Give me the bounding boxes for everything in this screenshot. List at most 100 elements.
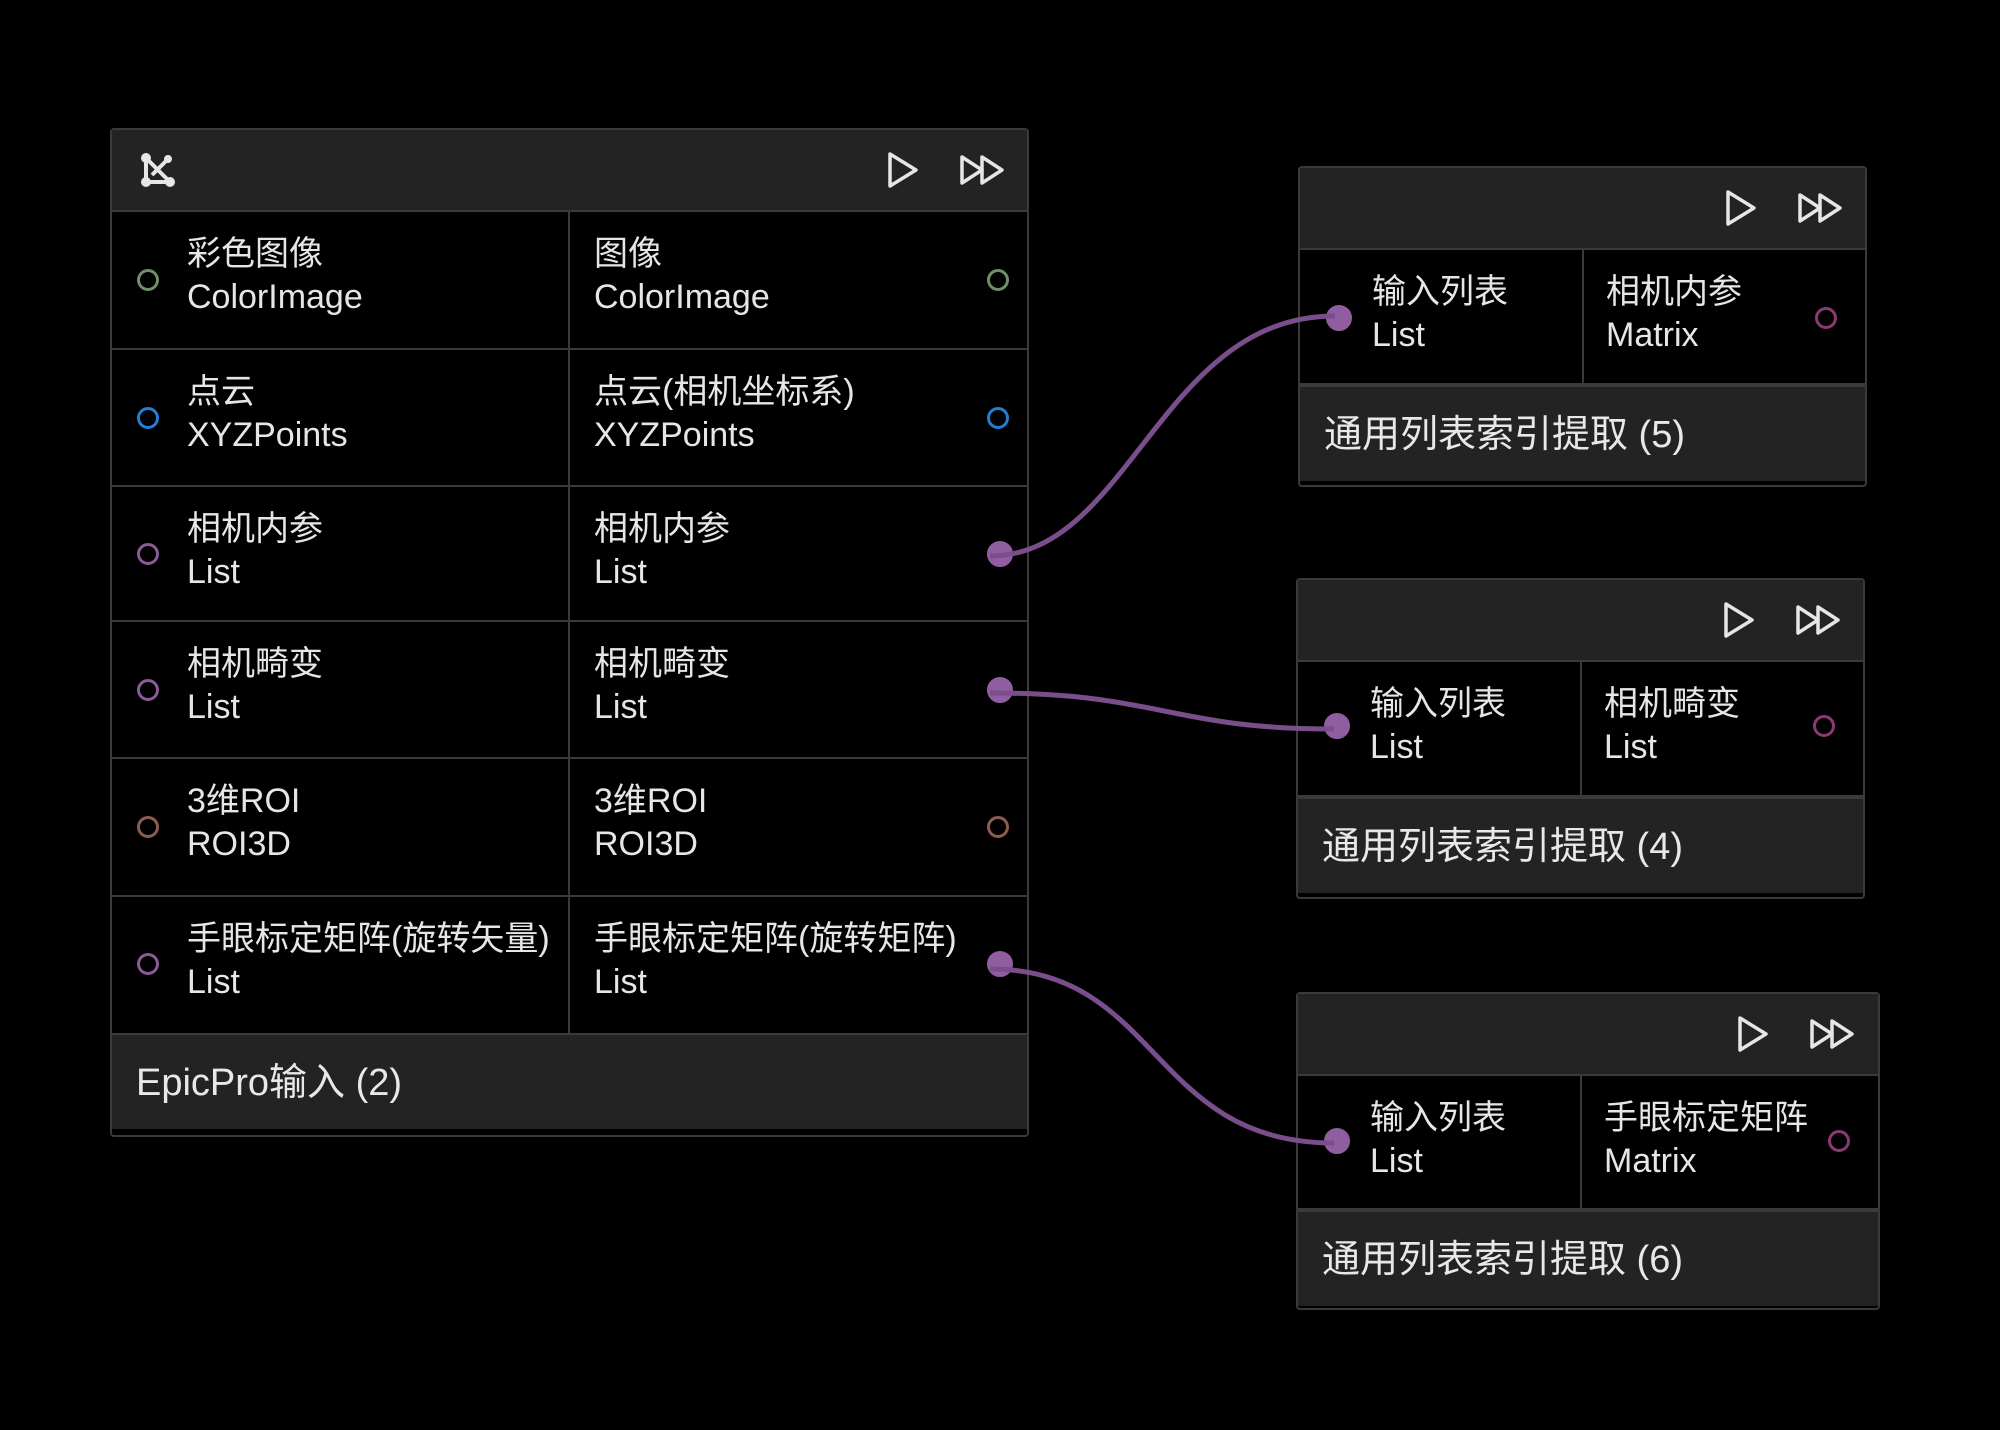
port-name: 输入列表 xyxy=(1372,273,1508,311)
run-icon[interactable] xyxy=(882,150,922,190)
port-type: List xyxy=(1370,728,1423,766)
port-row: 输入列表 List 相机内参 Matrix xyxy=(1300,250,1865,385)
output-port-dot[interactable] xyxy=(987,816,1009,838)
port-type: Matrix xyxy=(1606,316,1699,354)
port-name: 相机内参 xyxy=(187,510,323,548)
output-port-cell: 相机畸变 List xyxy=(570,622,1027,757)
output-port-dot[interactable] xyxy=(1813,715,1835,737)
port-row: 相机畸变 List 相机畸变 List xyxy=(112,622,1027,759)
port-type: List xyxy=(594,963,647,1001)
run-icon[interactable] xyxy=(1718,600,1758,640)
input-port-dot[interactable] xyxy=(1324,713,1350,739)
node-header[interactable] xyxy=(1298,580,1863,662)
port-type: List xyxy=(187,688,240,726)
port-type: Matrix xyxy=(1604,1142,1697,1180)
port-name: 手眼标定矩阵 xyxy=(1604,1099,1808,1137)
run-all-icon[interactable] xyxy=(1796,600,1844,640)
input-port-dot[interactable] xyxy=(137,543,159,565)
input-port-cell: 相机内参 List xyxy=(112,487,570,620)
node-title: EpicPro输入 (2) xyxy=(112,1033,1027,1129)
wire-handeye-matrix[interactable] xyxy=(989,966,1335,1146)
port-name: 相机内参 xyxy=(1606,273,1742,311)
input-port-dot[interactable] xyxy=(137,407,159,429)
port-type: List xyxy=(594,553,647,591)
port-type: List xyxy=(187,553,240,591)
port-type: List xyxy=(594,688,647,726)
output-port-cell: 点云(相机坐标系) XYZPoints xyxy=(570,350,1027,485)
port-name: 输入列表 xyxy=(1370,1099,1506,1137)
output-port-cell: 手眼标定矩阵(旋转矩阵) List xyxy=(570,897,1027,1033)
port-name: 相机畸变 xyxy=(1604,685,1740,723)
output-port-cell: 图像 ColorImage xyxy=(570,212,1027,348)
output-port-cell: 相机畸变 List xyxy=(1582,662,1863,795)
port-type: List xyxy=(187,963,240,1001)
port-row: 点云 XYZPoints 点云(相机坐标系) XYZPoints xyxy=(112,350,1027,487)
port-type: ColorImage xyxy=(187,278,363,316)
port-name: 3维ROI xyxy=(594,782,708,820)
node-header[interactable] xyxy=(1300,168,1865,250)
run-all-icon[interactable] xyxy=(960,150,1008,190)
port-name: 点云(相机坐标系) xyxy=(594,373,855,411)
input-port-dot[interactable] xyxy=(137,816,159,838)
input-port-dot[interactable] xyxy=(1326,305,1352,331)
port-name: 手眼标定矩阵(旋转矩阵) xyxy=(594,920,957,958)
port-name: 3维ROI xyxy=(187,782,301,820)
node-title: 通用列表索引提取 (6) xyxy=(1298,1210,1878,1306)
port-type: List xyxy=(1372,316,1425,354)
input-port-cell: 点云 XYZPoints xyxy=(112,350,570,485)
output-port-dot[interactable] xyxy=(987,269,1009,291)
output-port-cell: 相机内参 Matrix xyxy=(1584,250,1865,383)
node-title: 通用列表索引提取 (5) xyxy=(1300,385,1865,481)
port-name: 输入列表 xyxy=(1370,685,1506,723)
input-port-dot[interactable] xyxy=(137,953,159,975)
port-type: List xyxy=(1370,1142,1423,1180)
side-node-list-index-5[interactable]: 输入列表 List 相机内参 Matrix 通用列表索引提取 (5) xyxy=(1298,166,1867,487)
port-name: 相机畸变 xyxy=(187,645,323,683)
input-port-dot[interactable] xyxy=(1324,1128,1350,1154)
output-port-dot[interactable] xyxy=(1815,307,1837,329)
output-port-dot[interactable] xyxy=(1828,1130,1850,1152)
port-name: 点云 xyxy=(187,373,255,411)
input-port-cell: 相机畸变 List xyxy=(112,622,570,757)
port-type: ColorImage xyxy=(594,278,770,316)
port-type: XYZPoints xyxy=(187,416,348,454)
port-row: 输入列表 List 相机畸变 List xyxy=(1298,662,1863,797)
output-port-cell: 手眼标定矩阵 Matrix xyxy=(1582,1076,1878,1208)
graph-node-icon xyxy=(141,153,175,187)
output-port-dot[interactable] xyxy=(987,951,1013,977)
input-port-cell: 输入列表 List xyxy=(1300,250,1584,383)
run-icon[interactable] xyxy=(1732,1014,1772,1054)
wire-camera-intrinsics[interactable] xyxy=(989,313,1336,559)
port-type: List xyxy=(1604,728,1657,766)
input-port-dot[interactable] xyxy=(137,269,159,291)
run-all-icon[interactable] xyxy=(1798,188,1846,228)
output-port-dot[interactable] xyxy=(987,407,1009,429)
port-name: 图像 xyxy=(594,235,662,273)
port-row: 相机内参 List 相机内参 List xyxy=(112,487,1027,622)
output-port-dot[interactable] xyxy=(987,677,1013,703)
port-type: ROI3D xyxy=(594,825,698,863)
input-port-cell: 输入列表 List xyxy=(1298,1076,1582,1208)
output-port-cell: 3维ROI ROI3D xyxy=(570,759,1027,895)
output-port-cell: 相机内参 List xyxy=(570,487,1027,620)
node-header[interactable] xyxy=(1298,994,1878,1076)
port-row: 手眼标定矩阵(旋转矢量)List 手眼标定矩阵(旋转矩阵) List xyxy=(112,897,1027,1033)
input-port-cell: 输入列表 List xyxy=(1298,662,1582,795)
wire-camera-distortion[interactable] xyxy=(989,690,1335,732)
input-port-cell: 手眼标定矩阵(旋转矢量)List xyxy=(112,897,570,1033)
port-name: 相机畸变 xyxy=(594,645,730,683)
run-icon[interactable] xyxy=(1720,188,1760,228)
node-header[interactable] xyxy=(112,130,1027,212)
port-type: XYZPoints xyxy=(594,416,755,454)
run-all-icon[interactable] xyxy=(1810,1014,1858,1054)
port-name: 相机内参 xyxy=(594,510,730,548)
side-node-list-index-6[interactable]: 输入列表 List 手眼标定矩阵 Matrix 通用列表索引提取 (6) xyxy=(1296,992,1880,1310)
output-port-dot[interactable] xyxy=(987,541,1013,567)
side-node-list-index-4[interactable]: 输入列表 List 相机畸变 List 通用列表索引提取 (4) xyxy=(1296,578,1865,899)
input-port-dot[interactable] xyxy=(137,679,159,701)
